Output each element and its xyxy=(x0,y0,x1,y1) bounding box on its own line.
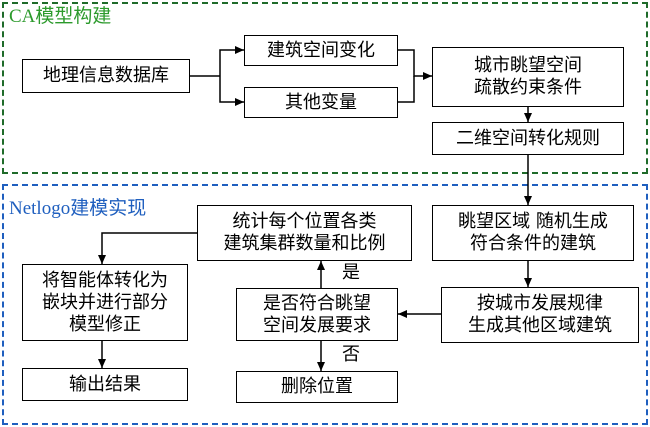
city-view-constraint-box: 城市眺望空间 疏散约束条件 xyxy=(432,47,624,107)
generate-other-box: 按城市发展规律 生成其他区域建筑 xyxy=(441,287,639,343)
ca-section-title: CA模型构建 xyxy=(9,6,112,27)
arrow-to-building-change xyxy=(219,46,244,76)
agent-to-block-box: 将智能体转化为 嵌块并进行部分 模型修正 xyxy=(22,264,188,341)
delete-position-box: 删除位置 xyxy=(236,371,398,403)
ca-model-frame xyxy=(2,2,648,174)
other-variables-box: 其他变量 xyxy=(244,87,398,118)
netlogo-section-title: Netlogo建模实现 xyxy=(9,198,147,219)
output-result-box: 输出结果 xyxy=(22,368,188,401)
count-ratio-box: 统计每个位置各类 建筑集群数量和比例 xyxy=(197,205,412,261)
check-requirement-box: 是否符合眺望 空间发展要求 xyxy=(236,288,398,341)
arrow-building-to-constraint xyxy=(398,49,432,80)
arrow-count-to-agent xyxy=(98,232,197,264)
yes-label: 是 xyxy=(342,262,360,283)
building-change-box: 建筑空间变化 xyxy=(244,35,398,66)
gis-database-box: 地理信息数据库 xyxy=(22,59,190,93)
random-generate-box: 眺望区域 随机生成 符合条件的建筑 xyxy=(432,205,634,261)
netlogo-frame xyxy=(2,184,648,425)
arrow-other-to-constraint xyxy=(398,76,415,103)
transform-rule-box: 二维空间转化规则 xyxy=(432,122,624,155)
no-label: 否 xyxy=(342,344,360,365)
arrow-to-other-change xyxy=(219,76,244,106)
